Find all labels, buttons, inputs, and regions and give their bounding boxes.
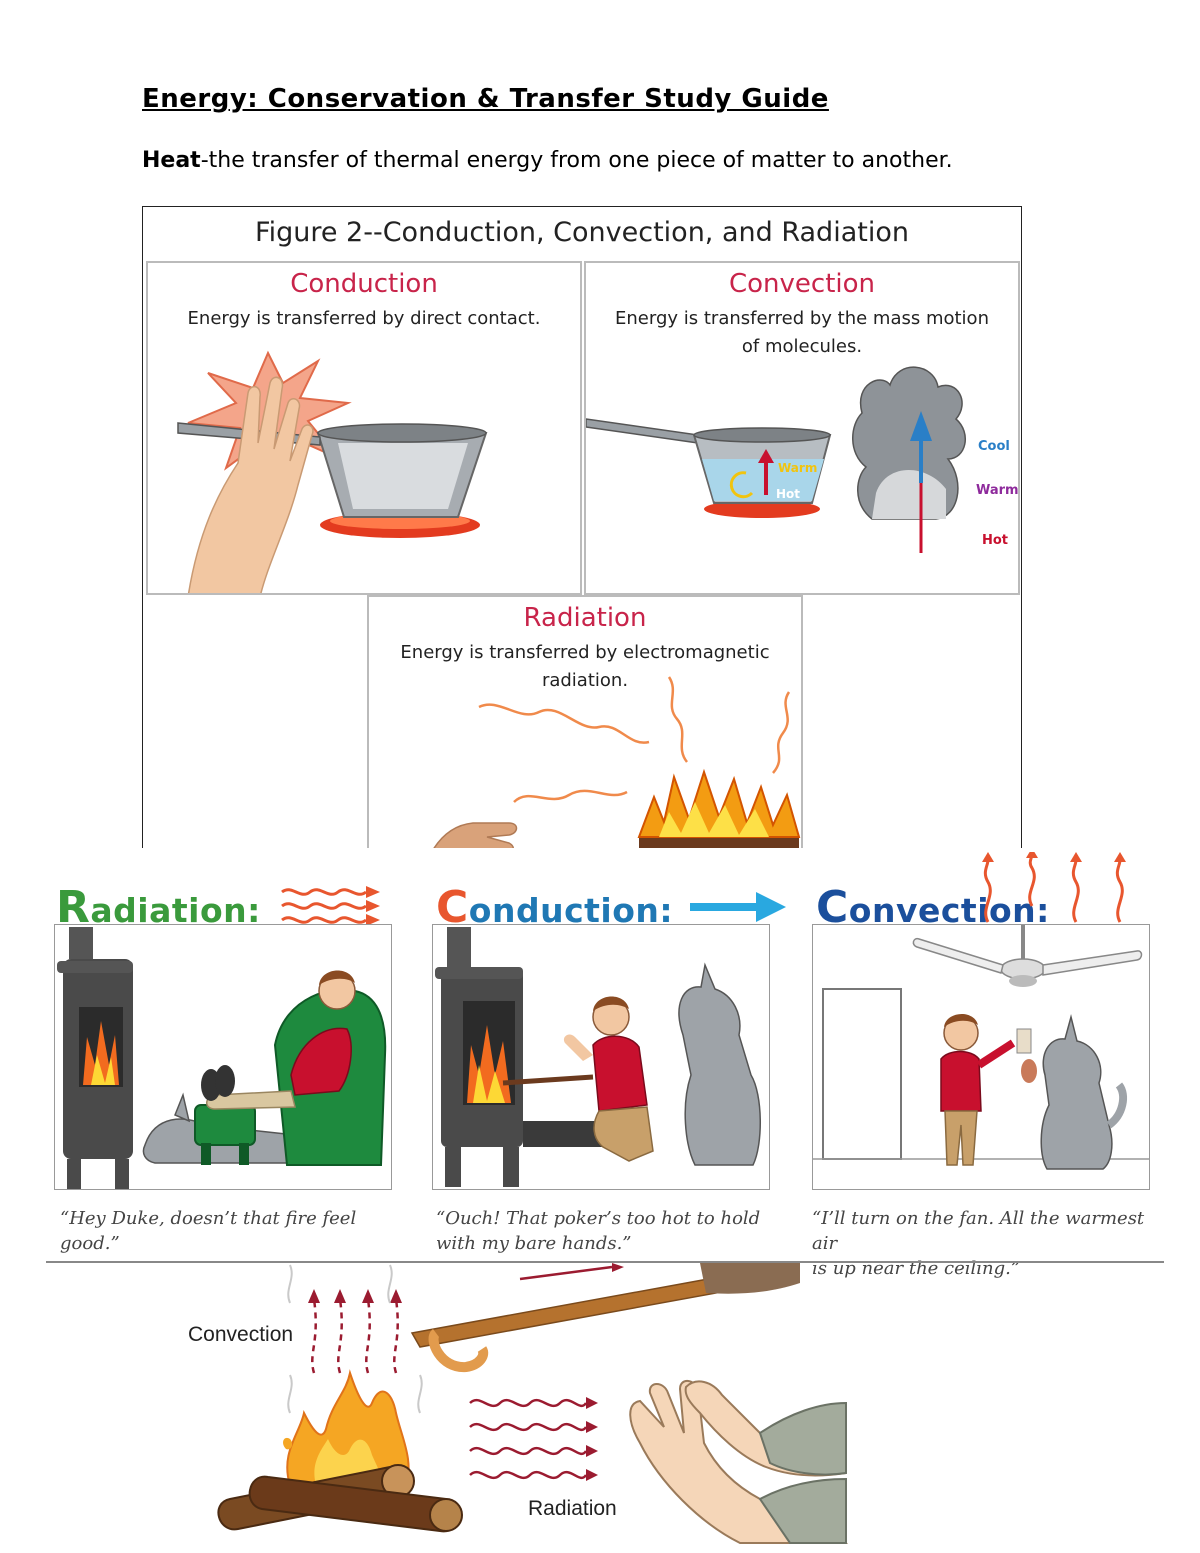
- strip-convection-heading: Convection:: [816, 882, 1050, 933]
- conduction-panel: Conduction Energy is transferred by dire…: [146, 261, 582, 595]
- strip-conduction-caption-line2: with my bare hands.”: [436, 1233, 632, 1254]
- heat-definition: Heat-the transfer of thermal energy from…: [142, 148, 953, 173]
- radiation-illustration: [433, 676, 801, 848]
- conduction-description: Energy is transferred by direct contact.: [187, 308, 541, 329]
- conduction-arrow-icon: [690, 892, 786, 922]
- conduction-title: Conduction: [290, 269, 438, 299]
- campfire-illustration: Convection Radiation: [0, 1263, 1200, 1553]
- strip-radiation-caption: “Hey Duke, doesn’t that fire feel good.”: [60, 1208, 357, 1254]
- radiation-wave-icon: [281, 886, 380, 926]
- campfire-radiation-label: Radiation: [528, 1497, 617, 1520]
- convection-panel: Convection Energy is transferred by the …: [584, 261, 1020, 595]
- strip-convection-caption-line2: is up near the ceiling.”: [812, 1258, 1021, 1279]
- definition-text: -the transfer of thermal energy from one…: [200, 148, 953, 173]
- convection-illustration: [586, 366, 966, 553]
- strip-convection-frame: [812, 924, 1150, 1190]
- pot-warm-label: Warm: [778, 461, 818, 475]
- cloud-warm-label: Warm: [976, 483, 1019, 498]
- campfire-convection-label: Convection: [188, 1323, 294, 1346]
- definition-term: Heat: [142, 148, 201, 173]
- figure-2-title: Figure 2--Conduction, Convection, and Ra…: [255, 217, 909, 248]
- convection-description-line2: of molecules.: [741, 336, 863, 357]
- radiation-description-line2: radiation.: [541, 670, 629, 691]
- convection-title: Convection: [728, 269, 876, 299]
- convection-heat-arrows-icon: [982, 852, 1126, 923]
- strip-conduction-frame: [432, 924, 770, 1190]
- pot-hot-label: Hot: [776, 487, 801, 501]
- cloud-cool-label: Cool: [978, 439, 1010, 454]
- radiation-description-line1: Energy is transferred by electromagnetic: [400, 642, 770, 663]
- strip-radiation-frame: [54, 924, 392, 1190]
- strip-divider: [46, 1261, 1164, 1263]
- conduction-scene-illustration: [435, 927, 761, 1187]
- radiation-title: Radiation: [523, 603, 647, 633]
- convection-description-line1: Energy is transferred by the mass motion: [615, 308, 989, 329]
- strip-convection-caption: “I’ll turn on the fan. All the warmest a…: [812, 1206, 1162, 1281]
- strip-convection-caption-line1: “I’ll turn on the fan. All the warmest a…: [812, 1208, 1145, 1254]
- comic-strip: Radiation: Conduction: Convection:: [0, 848, 1200, 1279]
- convection-scene-illustration: [813, 925, 1149, 1170]
- strip-conduction-caption: “Ouch! That poker’s too hot to hold with…: [436, 1206, 776, 1256]
- cloud-hot-label: Hot: [982, 533, 1009, 548]
- radiation-scene-illustration: [57, 927, 387, 1189]
- radiation-panel: Radiation Energy is transferred by elect…: [367, 595, 803, 848]
- strip-conduction-caption-line1: “Ouch! That poker’s too hot to hold: [436, 1208, 761, 1229]
- figure-2: Figure 2--Conduction, Convection, and Ra…: [142, 206, 1022, 848]
- conduction-illustration: [177, 350, 488, 593]
- document-title: Energy: Conservation & Transfer Study Gu…: [142, 84, 829, 114]
- campfire-scene: [217, 1263, 848, 1544]
